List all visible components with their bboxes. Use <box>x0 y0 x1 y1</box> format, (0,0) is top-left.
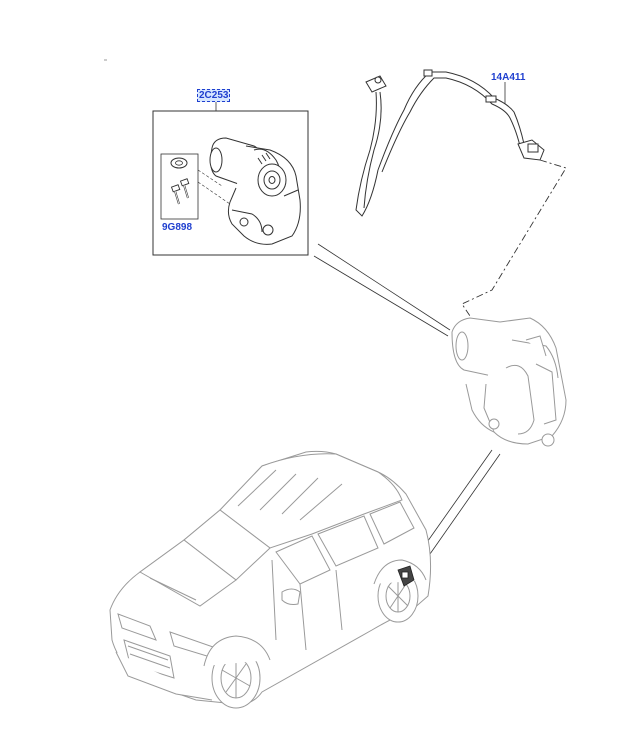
callout-harness-14a411[interactable]: 14A411 <box>491 72 526 83</box>
detail-frame <box>152 110 309 256</box>
bolt-icon <box>170 184 181 205</box>
bolt-icon <box>179 178 190 199</box>
actuator-detail-group <box>152 101 309 256</box>
parking-brake-actuator-icon <box>209 137 301 245</box>
callout-actuator-2c253[interactable]: 2C253 <box>197 89 231 102</box>
bolt-bracket <box>160 153 199 220</box>
vehicle-outline-icon <box>109 450 432 709</box>
wiring-harness-group <box>355 69 567 317</box>
callout-bolt-9g898[interactable]: 9G898 <box>162 222 193 233</box>
harness-routing-leader <box>461 159 567 317</box>
brake-caliper-ghost-icon <box>451 317 567 447</box>
rear-caliper-location-icon <box>397 565 415 587</box>
projection-line <box>313 255 449 337</box>
projection-line <box>317 243 451 331</box>
